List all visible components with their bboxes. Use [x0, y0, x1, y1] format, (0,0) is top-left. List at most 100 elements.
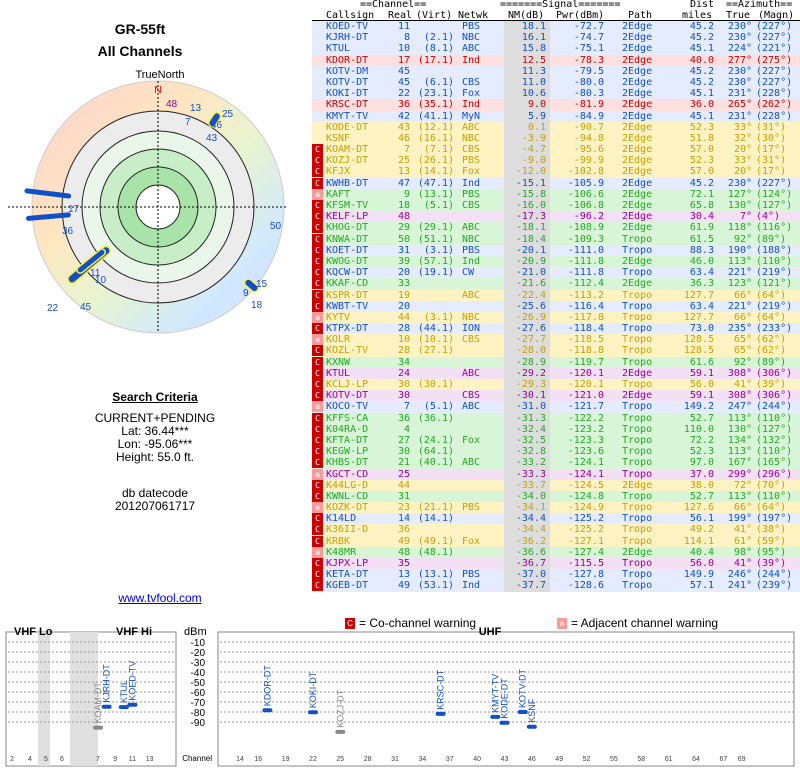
distance-cell: 61.9 [689, 222, 714, 234]
network-cell: PBS [462, 21, 481, 32]
y-tick-label: -60 [191, 688, 206, 699]
y-tick-label: -50 [191, 678, 206, 689]
callsign-cell: KODE-DT [326, 121, 369, 133]
tvfool-link[interactable]: www.tvfool.com [118, 591, 202, 605]
virtual-channel-cell: (8.1) [423, 43, 454, 55]
adjacent-badge: a [557, 618, 567, 630]
real-channel-cell: 30 [397, 390, 410, 402]
azimuth-cell: 134° [727, 434, 752, 446]
magnetic-azimuth-cell: (239°) [756, 580, 793, 592]
warning-badge: a [312, 502, 323, 514]
magnetic-azimuth-cell: (64°) [756, 502, 787, 514]
nm-cell: -9.0 [521, 155, 546, 167]
power-cell: -122.2 [567, 412, 604, 424]
nm-cell: 5.9 [527, 110, 546, 122]
real-channel-cell: 31 [397, 244, 410, 256]
warning-badge: C [312, 289, 323, 301]
station-label: KJRH-DT [102, 664, 112, 703]
magnetic-azimuth-cell: (31°) [756, 155, 787, 167]
station-bar [435, 711, 446, 716]
azimuth-cell: 299° [727, 468, 752, 480]
nm-column-shade [504, 468, 550, 480]
nm-column-shade [504, 121, 550, 133]
azimuth-cell: 41° [733, 379, 752, 390]
path-cell: Tropo [622, 311, 653, 323]
power-cell: -84.9 [573, 110, 604, 122]
real-channel-cell: 11 [397, 21, 410, 32]
header-magn: (Magn) [758, 10, 795, 21]
distance-cell: 72.1 [689, 188, 714, 200]
magnetic-azimuth-cell: (95°) [756, 546, 787, 558]
callsign-cell: KSNF [326, 132, 351, 144]
adjacent-legend: a= Adjacent channel warning [557, 616, 718, 630]
nm-column-shade [504, 144, 550, 156]
real-channel-cell: 33 [397, 278, 410, 290]
distance-cell: 128.5 [683, 345, 714, 357]
callsign-cell: KETA-DT [326, 569, 369, 581]
warning-badge: C [312, 379, 323, 390]
header-pwr: Pwr(dBm) [556, 10, 605, 21]
magnetic-azimuth-cell: (39°) [756, 379, 787, 390]
azimuth-cell: 190° [727, 244, 752, 256]
path-cell: 2Edge [622, 211, 653, 223]
azimuth-cell: 130° [727, 423, 752, 435]
nm-cell: -21.6 [515, 278, 546, 290]
channel-tick-label: 49 [555, 756, 563, 763]
magnetic-azimuth-cell: (275°) [756, 54, 793, 66]
warning-badge: C [312, 446, 323, 458]
network-cell: Ind [462, 54, 481, 66]
virtual-channel-cell: (21.1) [417, 502, 454, 514]
